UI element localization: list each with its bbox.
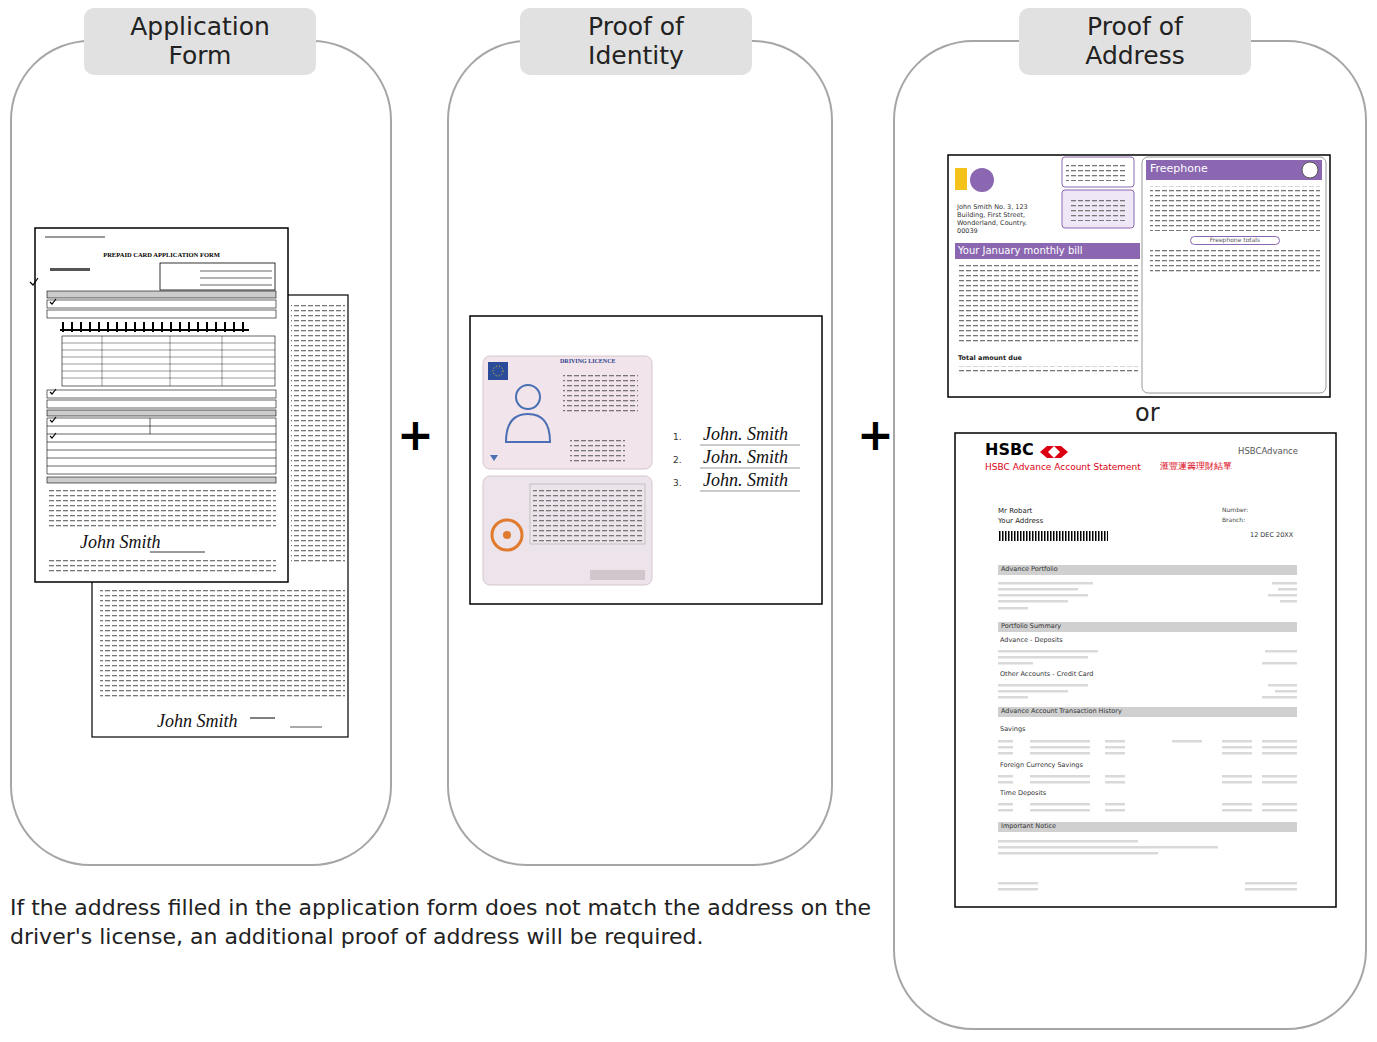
form-title: PREPAID CARD APPLICATION FORM [45,251,278,258]
signature: John. Smith [703,424,788,445]
section-band: Important Notice [1001,823,1056,830]
statement-title: 滙豐運籌理財結單 [1160,462,1232,472]
subsection-heading: Foreign Currency Savings [1000,762,1083,769]
footnote: If the address filled in the application… [10,893,890,951]
panel-heading: Application Form [84,8,316,75]
bill-subtotal: Freephone totals [1190,236,1280,245]
driving-licence-sample [470,316,822,604]
licence-sheet: DRIVING LICENCE 1. John. Smith 2. John. Smit… [470,316,822,604]
bill-heading: Freephone [1150,163,1208,176]
list-number: 2. [673,455,682,465]
form-page: John Smith [92,295,348,737]
signature: John Smith [80,532,161,553]
subsection-heading: Time Deposits [1000,790,1046,797]
document-panel: Application FormPREPAID CARD APPLICATION… [10,40,392,866]
plus-sign: + [397,410,434,461]
document-panel: Proof of IdentityDRIVING LICENCE1.John. … [447,40,833,866]
list-number: 3. [673,478,682,488]
bill-heading: Your January monthly bill [958,245,1083,257]
bank-logo-text: HSBC [985,441,1034,459]
bill-total: Total amount due [958,355,1022,362]
utility-bill: John Smith No. 3, 123 Building, First St… [948,155,1330,397]
signature: John. Smith [703,447,788,468]
form-front-page [30,228,288,582]
statement-title: HSBC Advance Account Statement [985,462,1141,472]
account-field: Branch: [1222,517,1245,524]
signature: John Smith [157,711,238,732]
utility-bill-sample [948,155,1330,397]
licence-title: DRIVING LICENCE [560,358,616,365]
list-number: 1. [673,432,682,442]
section-band: Advance Portfolio [1001,566,1058,573]
bill-address: John Smith No. 3, 123 Building, First St… [957,203,1047,236]
bank-brand: HSBCAdvance [1238,447,1298,457]
section-band: Advance Account Transaction History [1001,708,1122,715]
section-band: Portfolio Summary [1001,623,1061,630]
customer-address: Your Address [998,517,1043,525]
form-page: PREPAID CARD APPLICATION FORM John Smith [35,228,288,582]
customer-name: Mr Robart [998,507,1032,515]
document-panel: Proof of AddressJohn Smith No. 3, 123 Bu… [893,40,1367,1030]
panel-heading: Proof of Address [1019,8,1251,75]
account-field: Number: [1222,507,1248,514]
subsection-heading: Other Accounts - Credit Card [1000,671,1093,678]
subsection-heading: Savings [1000,726,1025,733]
subsection-heading: Advance - Deposits [1000,637,1063,644]
signature: John. Smith [703,470,788,491]
bank-statement-sample [955,433,1336,907]
or-connector-word: or [1135,400,1160,428]
plus-sign: + [857,410,894,461]
panel-heading: Proof of Identity [520,8,752,75]
statement-date: 12 DEC 20XX [1250,532,1293,539]
bank-statement: HSBC HSBC Advance Account Statement 滙豐運籌理財… [955,433,1336,907]
